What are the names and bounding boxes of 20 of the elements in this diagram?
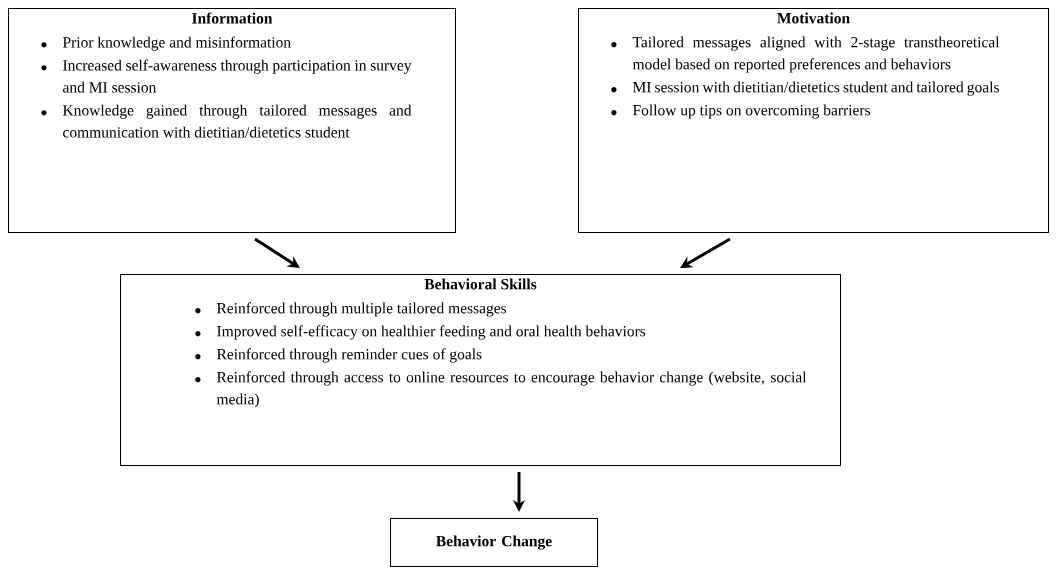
heading: Motivation bbox=[777, 12, 850, 24]
text-box bbox=[390, 518, 598, 567]
heading: Behavior Change bbox=[436, 535, 552, 550]
bullet-text: Reinforced through multiple tailored messages bbox=[216, 302, 507, 317]
bullet-text: Reinforced through reminder cues of goals bbox=[216, 348, 482, 363]
bullet-text: Knowledge gained through tailored messages and communication with dietitian/dietetics student bbox=[62, 104, 412, 138]
bullet-text: Improved self-efficacy on healthier feeding and oral health behaviors bbox=[217, 325, 646, 340]
arrow bbox=[254, 237, 300, 268]
bullet-text: MI session with dietitian/dietetics student and tailored goals bbox=[632, 81, 999, 96]
bullet-text: Tailored messages aligned with 2-stage transtheoretical model based on reported preferences and behaviors bbox=[632, 36, 1000, 73]
heading: Behavioral Skills bbox=[424, 278, 537, 290]
bullet-text: Follow up tips on overcoming barriers bbox=[632, 104, 871, 119]
heading: Information bbox=[192, 12, 273, 24]
bullet-text: Prior knowledge and misinformation bbox=[62, 36, 291, 51]
bullet-text: Increased self-awareness through participation in survey and MI session bbox=[63, 59, 412, 93]
bullet-text: Reinforced through access to online resources to encourage behavior change (website, social media) bbox=[216, 371, 807, 408]
text-box bbox=[578, 8, 1049, 233]
arrow bbox=[680, 237, 731, 268]
text-box bbox=[8, 8, 456, 233]
text-box bbox=[120, 274, 841, 466]
